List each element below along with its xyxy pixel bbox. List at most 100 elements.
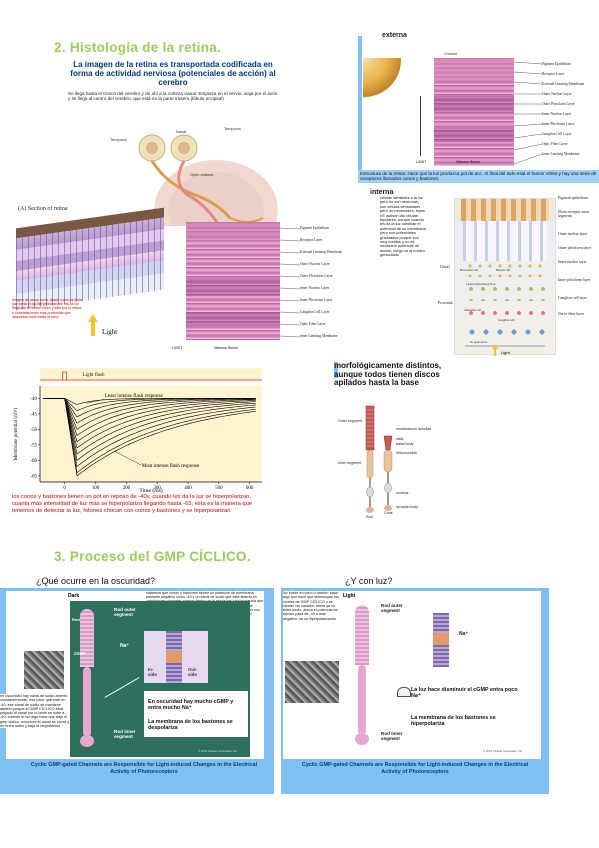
label-lateral-flow: Lateral information flow bbox=[466, 282, 496, 286]
y-tick-label: -50 bbox=[30, 428, 37, 433]
layer-label: Ganglion Cell Layer bbox=[542, 132, 572, 136]
layer-label: Photo-receptor outer segments bbox=[558, 210, 590, 218]
layer-label: Ganglion Cell Layer bbox=[300, 310, 330, 314]
label-vitreous: Vitreous Humor bbox=[214, 346, 239, 350]
annotation-most-intense: Most intense flash response bbox=[142, 462, 200, 469]
response-curve bbox=[43, 398, 256, 474]
panel-dark: Dark sabemos que conos y bastones tienen… bbox=[0, 588, 274, 794]
layer-label: Pigment Epithelium bbox=[542, 62, 571, 66]
label-interna: interna bbox=[370, 189, 394, 196]
response-curve bbox=[43, 398, 256, 430]
slide-cell-layers: células sensibles a la luz pero no son n… bbox=[380, 195, 598, 356]
label-rod: Rod bbox=[72, 617, 80, 622]
slide-body: Se llega hasta el tronco del cerebro y d… bbox=[68, 91, 278, 102]
layer-label: Outer nuclear layer bbox=[558, 232, 588, 236]
label-choroid: Choroid bbox=[444, 52, 457, 56]
layer-label: Receptor Layer bbox=[300, 238, 323, 242]
light-flash-pulse bbox=[62, 371, 68, 380]
dark-text-1: En oscuridad hay mucho cGMP y entra much… bbox=[148, 699, 234, 712]
panel-top-text: luz incide en cono o bastón: pasa algo q… bbox=[283, 591, 339, 621]
label-light: LIGHT bbox=[172, 346, 183, 350]
slide-section-retina: (A) Section of retina Imagen de cómo ser… bbox=[12, 206, 174, 348]
layer-label: Inner Limiting Membrane bbox=[542, 152, 580, 156]
flash-band bbox=[40, 368, 262, 382]
slide-rod-cone: morfológicamente distintos, aunque todos… bbox=[334, 361, 444, 520]
question-dark: ¿Qué ocurre en la oscuridad? bbox=[36, 576, 156, 586]
x-tick-label: 400 bbox=[184, 486, 192, 491]
layer-label: Inner nuclear layer bbox=[558, 260, 587, 264]
label-amacrine-cell: Amacrine cell bbox=[464, 308, 481, 312]
slide-retina-brain: La imagen de la retina es transportada c… bbox=[58, 60, 288, 226]
response-curve bbox=[43, 398, 256, 468]
label-stalk: stalk bbox=[396, 437, 404, 441]
slide-title: (A) Section of retina bbox=[18, 206, 68, 212]
annotation-leader bbox=[86, 399, 105, 404]
x-tick-label: 500 bbox=[215, 486, 223, 491]
frame-top bbox=[358, 36, 362, 171]
channel-icon bbox=[166, 651, 182, 663]
light-arrow-icon bbox=[492, 344, 498, 356]
response-curve bbox=[43, 398, 256, 436]
copyright: © 2001 Sinauer Associates, Inc. bbox=[198, 749, 238, 753]
label-rod: Rod bbox=[366, 515, 373, 519]
slide-title: La imagen de la retina es transportada c… bbox=[70, 60, 276, 87]
panel-left-text: en oscuridad hay canal de sodio abierto … bbox=[0, 694, 70, 729]
label-distal: Distal bbox=[440, 264, 450, 269]
panel-inner: Dark sabemos que conos y bastones tienen… bbox=[6, 591, 264, 759]
annotation-least-intense: Least intense flash response bbox=[105, 392, 164, 399]
layer-label: External Limiting Membrane bbox=[542, 82, 585, 86]
layer-label: External Limiting Membrane bbox=[300, 250, 343, 254]
copyright: © 2001 Sinauer Associates, Inc. bbox=[483, 749, 523, 753]
label-to-optic-nerve: To optic nerve bbox=[470, 340, 488, 344]
layer-label: Inner Plexiform Layer bbox=[542, 122, 575, 126]
panel-inner: Light luz incide en cono o bastón: pasa … bbox=[283, 591, 541, 759]
eyeball bbox=[363, 58, 401, 98]
light-arrow-icon bbox=[420, 96, 421, 156]
layer-label: Pigment Epithelium bbox=[300, 226, 329, 230]
slide-caption: Estructura de la retina: Hace que la luz… bbox=[358, 170, 599, 183]
x-tick-label: 600 bbox=[246, 486, 254, 491]
dark-text-2: La membrana de los bastones se despolari… bbox=[148, 719, 233, 732]
rod-body bbox=[83, 667, 91, 737]
label-light: Light bbox=[501, 350, 510, 355]
response-curve bbox=[43, 398, 256, 455]
micrograph bbox=[24, 651, 64, 689]
rod-cone-illustration: Outer segment Inner segment membranous l… bbox=[338, 405, 431, 519]
panel-header: Light bbox=[343, 593, 356, 599]
layer-label: Optic Fiber Layer bbox=[300, 322, 326, 326]
response-curve bbox=[43, 398, 256, 477]
label-temporal-right: Temporal bbox=[224, 126, 241, 131]
label-rod-inner: Rod inner segment bbox=[114, 729, 136, 739]
layer-labels: Pigment Epithelium Receptor Layer Extern… bbox=[542, 62, 599, 162]
response-curve bbox=[43, 398, 256, 461]
response-curve bbox=[43, 398, 256, 424]
label-outside: Out-side bbox=[188, 667, 198, 677]
layer-label: Inner Nuclear Layer bbox=[542, 112, 572, 116]
slide-caption: Imagen de cómo sería, desde cómo la verí… bbox=[12, 298, 83, 319]
panel-header: Dark bbox=[68, 593, 80, 599]
channel-icon bbox=[433, 633, 449, 645]
slide-retina-structure: externa Choroid Pigment Epithelium Recep… bbox=[358, 32, 599, 196]
layer-label: Ganglion cell layer bbox=[558, 296, 588, 300]
label-na: Na⁺ bbox=[459, 631, 469, 637]
layer-label: Outer Nuclear Layer bbox=[542, 92, 572, 96]
slide-histology: Pigment Epithelium Receptor Layer Extern… bbox=[172, 222, 360, 352]
layer-label: Optic Fiber Layer bbox=[542, 142, 568, 146]
rod-terminal bbox=[355, 733, 369, 745]
response-curve bbox=[43, 398, 256, 418]
chart-caption: los conos y bastones tienen un pot en re… bbox=[12, 494, 253, 515]
label-horizontal-cell: Horizontal cell bbox=[460, 268, 478, 272]
layer-label: Outer Nuclear Layer bbox=[300, 262, 330, 266]
label-mitochondria: mitochondria bbox=[396, 451, 417, 455]
slide-text: células sensibles a la luz pero no son n… bbox=[380, 195, 426, 258]
label-light: Light bbox=[102, 328, 118, 336]
layer-label: Receptor Layer bbox=[542, 72, 565, 76]
panel-light: Light luz incide en cono o bastón: pasa … bbox=[281, 588, 549, 794]
label-ganglion-cell: Ganglion cell bbox=[498, 318, 515, 322]
response-curve bbox=[43, 398, 256, 449]
layer-label: Pigment epithelium bbox=[558, 196, 588, 200]
label-outer-segment: Outer segment bbox=[338, 419, 362, 423]
label-proximal: Proximal bbox=[438, 300, 453, 305]
label-nasal: Nasal bbox=[176, 129, 186, 134]
label-vitreous: Vitreous Humor bbox=[456, 160, 481, 164]
